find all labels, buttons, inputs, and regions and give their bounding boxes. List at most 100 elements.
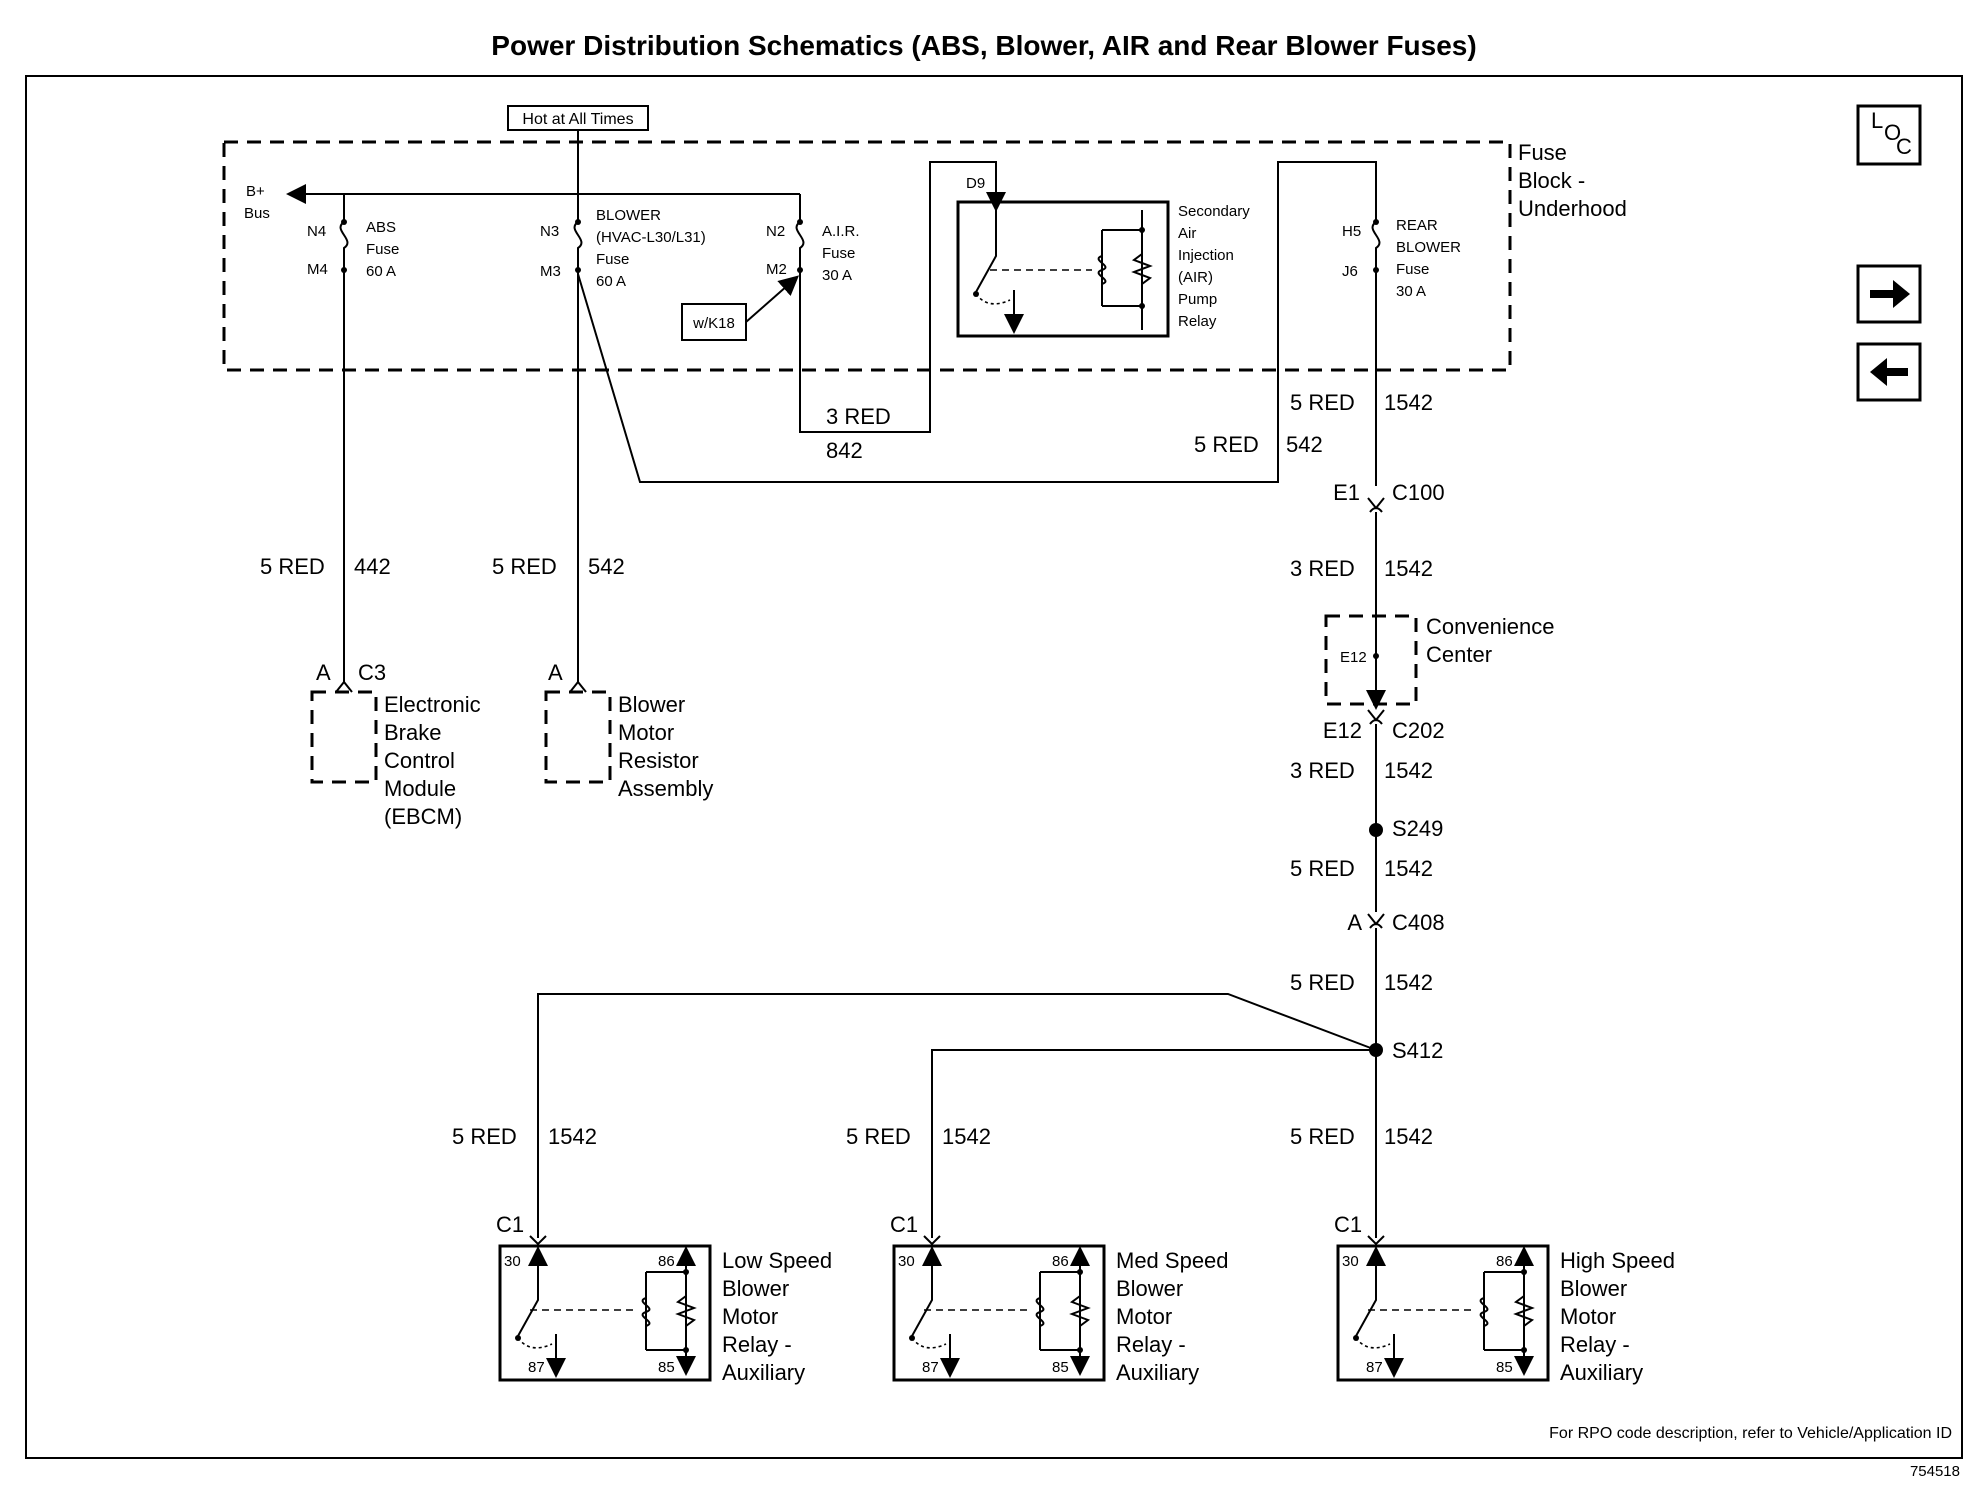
rear-fuse-bottom-pin: J6 (1342, 263, 1358, 280)
low-relay-label-5: Auxiliary (722, 1360, 805, 1385)
connector-c202 (1367, 709, 1385, 725)
air-fuse (795, 194, 805, 274)
low-relay-label-1: Low Speed (722, 1248, 832, 1273)
blower-resistor-pin: A (548, 660, 563, 685)
wire-label-c408-color: 5 RED (1290, 970, 1355, 995)
abs-fuse-label-3: 60 A (366, 263, 396, 280)
arrow-right-icon[interactable] (1856, 264, 1922, 324)
med-relay-label-5: Auxiliary (1116, 1360, 1199, 1385)
wk18-label: w/K18 (692, 315, 735, 332)
ebcm-connector-name: C3 (358, 660, 386, 685)
high-relay-label-5: Auxiliary (1560, 1360, 1643, 1385)
wire-label-s249-circuit: 1542 (1384, 856, 1433, 881)
air-relay-label-3: Injection (1178, 247, 1234, 264)
abs-fuse (339, 194, 349, 274)
wire-label-crossover-color: 5 RED (1194, 432, 1259, 457)
diagram-title: Power Distribution Schematics (ABS, Blow… (491, 30, 1477, 61)
med-speed-relay (892, 1235, 1106, 1382)
wire-label-crossover-circuit: 542 (1286, 432, 1323, 457)
loc-icon[interactable]: L O C (1856, 104, 1922, 166)
med-relay-label-4: Relay - (1116, 1332, 1186, 1357)
air-fuse-label-1: A.I.R. (822, 223, 860, 240)
c408-name: C408 (1392, 910, 1445, 935)
fuse-block-label-2: Block - (1518, 168, 1585, 193)
ebcm-connector (335, 680, 353, 693)
wire-label-abs-color: 5 RED (260, 554, 325, 579)
high-relay-pin-85: 85 (1496, 1359, 1513, 1376)
arrow-left-icon[interactable] (1856, 342, 1922, 402)
high-relay-label-4: Relay - (1560, 1332, 1630, 1357)
svg-text:C: C (1896, 134, 1912, 159)
air-relay-feed-wire (799, 161, 997, 433)
svg-text:O: O (1884, 120, 1901, 145)
wire-label-c100-circuit: 1542 (1384, 556, 1433, 581)
d9-pin-label: D9 (966, 175, 985, 192)
convenience-center-label-1: Convenience (1426, 614, 1554, 639)
rear-fuse-label-4: 30 A (1396, 283, 1426, 300)
ebcm-label-5: (EBCM) (384, 804, 462, 829)
med-relay-connector: C1 (890, 1212, 918, 1237)
air-relay-label-6: Relay (1178, 313, 1217, 330)
wire-label-rear-circuit: 1542 (1384, 390, 1433, 415)
high-relay-connector: C1 (1334, 1212, 1362, 1237)
low-relay-label-3: Motor (722, 1304, 778, 1329)
blower-fuse-top-pin: N3 (540, 223, 559, 240)
med-relay-label-3: Motor (1116, 1304, 1172, 1329)
low-relay-pin-86: 86 (658, 1253, 675, 1270)
rear-fuse-label-3: Fuse (1396, 261, 1429, 278)
c202-pin: E12 (1323, 718, 1362, 743)
blower-resistor-label-4: Assembly (618, 776, 713, 801)
s412-label: S412 (1392, 1038, 1443, 1063)
fuse-block-label-3: Underhood (1518, 196, 1627, 221)
splice-s249 (1369, 823, 1383, 837)
wire-label-abs-circuit: 442 (354, 554, 391, 579)
abs-fuse-bottom-pin: M4 (307, 261, 328, 278)
hot-at-all-times-label: Hot at All Times (522, 111, 633, 128)
ebcm-label-1: Electronic (384, 692, 481, 717)
ebcm-label-2: Brake (384, 720, 441, 745)
air-fuse-label-3: 30 A (822, 267, 852, 284)
svg-text:L: L (1871, 108, 1883, 133)
high-relay-label-3: Motor (1560, 1304, 1616, 1329)
fuse-block-label-1: Fuse (1518, 140, 1567, 165)
blower-fuse-label-4: 60 A (596, 273, 626, 290)
s249-label: S249 (1392, 816, 1443, 841)
med-relay-label-2: Blower (1116, 1276, 1183, 1301)
med-relay-label-1: Med Speed (1116, 1248, 1229, 1273)
air-relay-label-4: (AIR) (1178, 269, 1213, 286)
med-relay-pin-87: 87 (922, 1359, 939, 1376)
high-relay-pin-30: 30 (1342, 1253, 1359, 1270)
c100-name: C100 (1392, 480, 1445, 505)
high-relay-pin-87: 87 (1366, 1359, 1383, 1376)
blower-fuse-label-3: Fuse (596, 251, 629, 268)
air-relay-label-5: Pump (1178, 291, 1217, 308)
air-fuse-bottom-pin: M2 (766, 261, 787, 278)
air-relay-label-1: Secondary (1178, 203, 1250, 220)
rear-fuse-top-pin: H5 (1342, 223, 1361, 240)
low-relay-connector: C1 (496, 1212, 524, 1237)
abs-fuse-top-pin: N4 (307, 223, 326, 240)
wire-label-s249-color: 5 RED (1290, 856, 1355, 881)
convenience-center-label-2: Center (1426, 642, 1492, 667)
med-relay-pin-86: 86 (1052, 1253, 1069, 1270)
blower-fuse-label-1: BLOWER (596, 207, 661, 224)
connector-c100 (1367, 497, 1385, 513)
wire-label-rear-color: 5 RED (1290, 390, 1355, 415)
blower-resistor-label-2: Motor (618, 720, 674, 745)
fuse-block-underhood-boundary (222, 140, 1512, 372)
rear-blower-fuse (1371, 194, 1381, 273)
convenience-center-pin: E12 (1340, 649, 1367, 666)
rear-fuse-label-1: REAR (1396, 217, 1438, 234)
blower-resistor-connector (569, 680, 587, 693)
wire-label-c100-color: 3 RED (1290, 556, 1355, 581)
med-speed-feed-wire (931, 1049, 1376, 1238)
med-relay-pin-85: 85 (1052, 1359, 1069, 1376)
wire-label-med-color: 5 RED (846, 1124, 911, 1149)
high-relay-pin-86: 86 (1496, 1253, 1513, 1270)
bplus-label-1: B+ (246, 183, 265, 200)
rpo-footer-note: For RPO code description, refer to Vehic… (1549, 1425, 1952, 1442)
wire-label-high-color: 5 RED (1290, 1124, 1355, 1149)
blower-fuse-label-2: (HVAC-L30/L31) (596, 229, 706, 246)
rear-fuse-label-2: BLOWER (1396, 239, 1461, 256)
diagram-frame (25, 75, 1963, 1459)
